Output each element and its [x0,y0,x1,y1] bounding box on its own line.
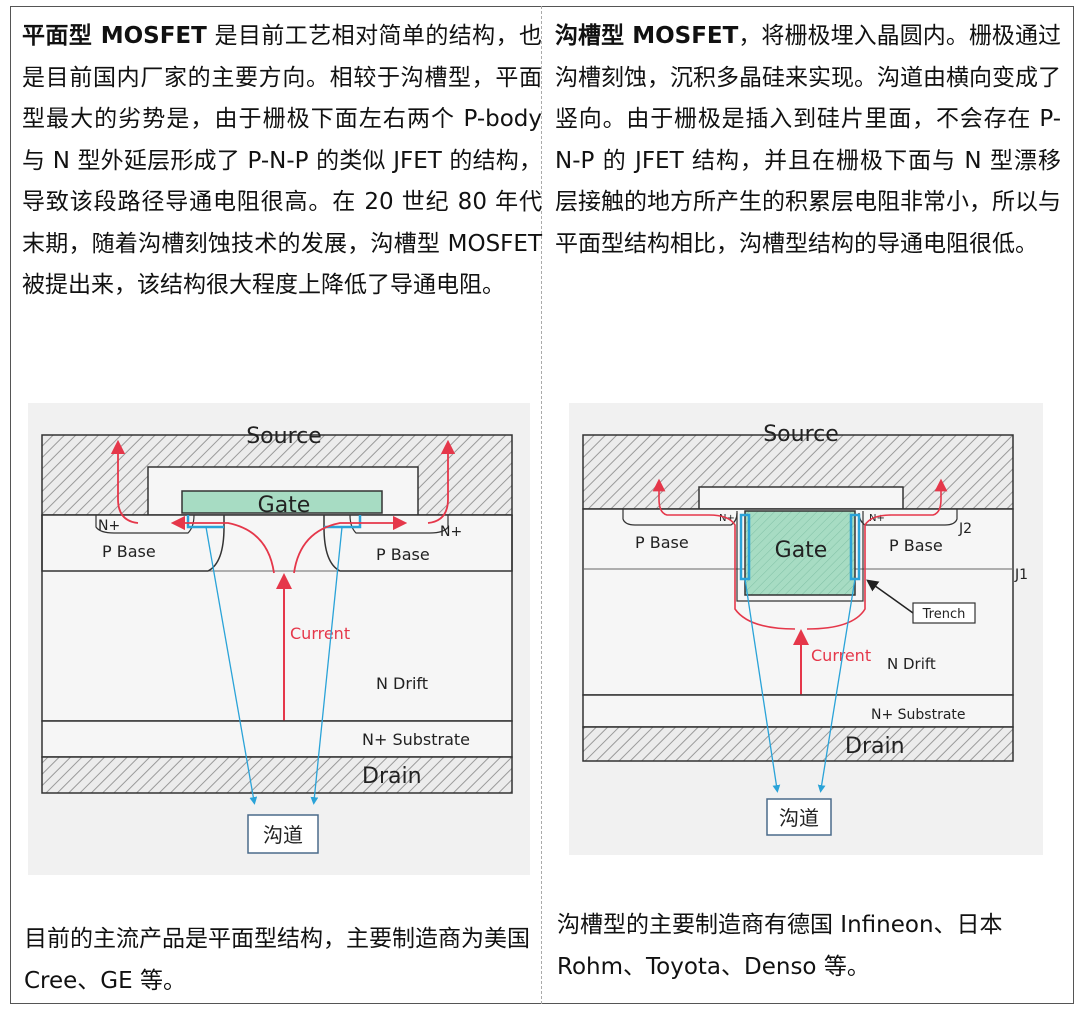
current-label: Current [290,624,350,643]
n-plus-left-label: N+ [98,518,120,534]
current-left-path [170,515,275,574]
trench-column: 沟槽型 MOSFET，将栅极埋入晶圆内。栅极通过沟槽刻蚀，沉积多晶硅来实现。沟道… [555,6,1061,265]
channel-callout-box [247,814,319,854]
p-base-right-label: P Base [889,536,943,555]
channel-pointer-left [744,578,781,793]
planar-column: 平面型 MOSFET 是目前工艺相对简单的结构，也是目前国内厂家的主要方向。相较… [22,6,542,307]
p-base-right-label: P Base [376,545,430,564]
source-label: Source [246,424,322,449]
n-drift-label: N Drift [887,655,936,673]
comparison-table [10,6,1074,1004]
drain-label: Drain [362,764,422,789]
trench-footer: 沟槽型的主要制造商有德国 Infineon、日本 Rohm、Toyota、Den… [557,912,1003,980]
trench-title: 沟槽型 MOSFET [555,23,739,49]
drain-metal [582,726,1014,762]
p-base-left-well [41,515,225,572]
planar-paragraph: 是目前工艺相对简单的结构，也是目前国内厂家的主要方向。相较于沟槽型，平面型最大的… [22,23,543,298]
n-plus-substrate [41,720,513,758]
drain-metal [41,756,513,794]
n-substrate-label: N+ Substrate [362,730,470,749]
p-base-left-label: P Base [102,542,156,561]
n-plus-right-label: N+ [440,524,462,540]
j2-label: J2 [958,521,972,537]
planar-footer: 目前的主流产品是平面型结构，主要制造商为美国 Cree、GE 等。 [24,926,530,994]
p-base-left-label: P Base [635,533,689,552]
n-plus-right-label: N+ [869,513,885,524]
trench-mosfet-diagram: Source N+ N+ P Base P Base J2 J1 Gate Cu… [569,403,1043,855]
trench-paragraph: ，将栅极埋入晶圆内。栅极通过沟槽刻蚀，沉积多晶硅来实现。沟道由横向变成了竖向。由… [555,23,1062,257]
j1-label: J1 [1014,567,1028,583]
current-right-path [806,478,948,630]
channel-pointer-right [310,526,343,805]
planar-title: 平面型 MOSFET [22,23,207,49]
gate-label: Gate [258,493,311,518]
n-substrate-label: N+ Substrate [871,707,966,723]
channel-left-highlight [186,515,224,529]
n-drift-label: N Drift [376,674,428,693]
drain-label: Drain [845,734,905,759]
gate-insulator [698,486,904,510]
channel-pointer-right [817,578,856,793]
trench-label: Trench [922,607,966,622]
current-left-exit [110,439,139,524]
trench-description: 沟槽型 MOSFET，将栅极埋入晶圆内。栅极通过沟槽刻蚀，沉积多晶硅来实现。沟道… [555,16,1061,265]
n-drift-region [41,514,513,722]
planar-mosfet-diagram: Source Gate N+ N+ P Base P Base Current … [28,403,530,875]
current-left-path [652,478,796,630]
n-plus-substrate [582,694,1014,728]
trench-callout-pointer [866,579,914,614]
trench-callout-box [912,602,976,624]
channel-right-highlight [324,515,362,529]
planar-description: 平面型 MOSFET 是目前工艺相对简单的结构，也是目前国内厂家的主要方向。相较… [22,16,542,307]
trench-gate-electrode [744,510,856,596]
current-right-exit [427,439,456,524]
trench-outline [736,511,864,602]
source-label: Source [763,422,839,447]
channel-label: 沟道 [779,806,819,830]
column-divider [541,6,542,1004]
channel-pointer-left [205,526,258,805]
current-label: Current [811,646,871,665]
gate-label: Gate [775,538,828,563]
gate-electrode [181,490,383,514]
channel-label: 沟道 [263,823,303,847]
channel-callout-box [766,798,832,836]
current-right-path [293,515,408,574]
p-base-left-well [622,509,738,526]
